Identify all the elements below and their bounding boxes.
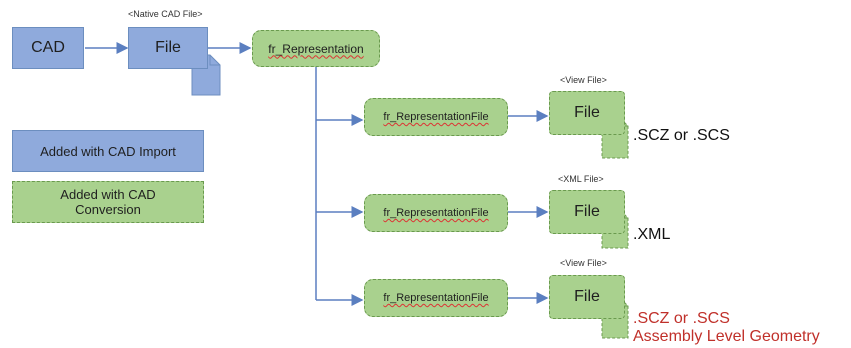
extension-label-1: .SCZ or .SCS — [633, 127, 730, 144]
representation-file-label-3: fr_RepresentationFile — [383, 292, 489, 304]
cad-node: CAD — [12, 27, 84, 69]
extension-label-3: .SCZ or .SCS — [633, 310, 730, 327]
native-file-label: File — [155, 39, 181, 56]
representation-file-node-2: fr_RepresentationFile — [364, 194, 508, 232]
fr-representation-label: fr_Representation — [268, 41, 364, 56]
representation-file-node-1: fr_RepresentationFile — [364, 98, 508, 136]
legend-cad-conversion-label: Added with CAD Conversion — [60, 187, 156, 217]
xml-file-node: File — [549, 190, 625, 234]
view-file-tag-1: <View File> — [560, 75, 607, 85]
native-file-node: File — [128, 27, 208, 69]
xml-file-tag: <XML File> — [558, 174, 604, 184]
representation-file-node-3: fr_RepresentationFile — [364, 279, 508, 317]
view-file-node-2: File — [549, 275, 625, 319]
cad-node-label: CAD — [31, 39, 65, 56]
fr-representation-node: fr_Representation — [252, 30, 380, 67]
view-file-node-1: File — [549, 91, 625, 135]
legend-cad-import: Added with CAD Import — [12, 130, 204, 172]
document-icon — [209, 55, 220, 66]
native-cad-file-tag: <Native CAD File> — [128, 9, 203, 19]
legend-cad-conversion: Added with CAD Conversion — [12, 181, 204, 223]
xml-file-label: File — [574, 203, 600, 220]
view-file-label-1: File — [574, 104, 600, 121]
view-file-tag-2: <View File> — [560, 258, 607, 268]
assembly-level-geometry-note: Assembly Level Geometry — [633, 328, 820, 345]
legend-cad-import-label: Added with CAD Import — [40, 143, 176, 159]
representation-file-label-2: fr_RepresentationFile — [383, 207, 489, 219]
extension-label-2: .XML — [633, 226, 671, 243]
view-file-label-2: File — [574, 288, 600, 305]
representation-file-label-1: fr_RepresentationFile — [383, 111, 489, 123]
